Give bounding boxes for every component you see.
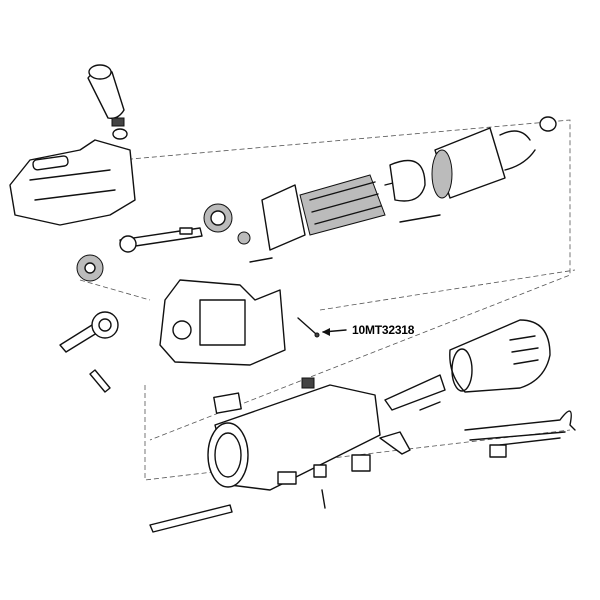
side-handle-part: [87, 64, 128, 140]
spindle-gears-part: [76, 203, 251, 282]
gear-case-part: [159, 279, 320, 366]
power-cord-part: [464, 410, 576, 458]
callout-arrow: [322, 328, 347, 336]
assembly-guide-lines: [79, 119, 576, 481]
gear-housing-part: [9, 139, 136, 226]
rear-cap-part: [449, 319, 551, 393]
motor-housing-part: [207, 374, 446, 491]
part-number-callout: 10MT32318: [352, 323, 415, 337]
field-stator-part: [431, 116, 557, 199]
armature-part: [249, 159, 441, 263]
small-parts: [149, 377, 411, 533]
wrench-part: [59, 311, 119, 393]
